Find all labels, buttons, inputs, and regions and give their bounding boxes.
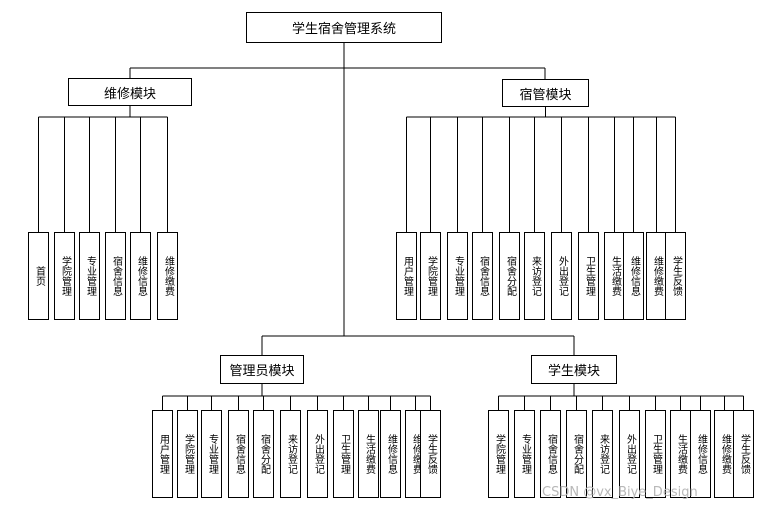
leaf-node: 宿舍分配 <box>253 410 274 498</box>
leaf-node: 用户管理 <box>152 410 173 498</box>
leaf-node: 专业管理 <box>201 410 222 498</box>
module-suguan: 宿管模块 <box>502 79 589 107</box>
leaf-node: 宿舍分配 <box>499 232 520 320</box>
module-weixiu: 维修模块 <box>68 78 192 106</box>
watermark: CSDN @vx_Biye_Design <box>542 485 698 500</box>
leaf-node: 卫生管理 <box>645 410 666 498</box>
root-node: 学生宿舍管理系统 <box>246 12 442 43</box>
leaf-node: 外出登记 <box>551 232 572 320</box>
leaf-node: 专业管理 <box>79 232 100 320</box>
leaf-node: 维修缴费 <box>646 232 667 320</box>
leaf-node: 维修信息 <box>130 232 151 320</box>
leaf-node: 来访登记 <box>524 232 545 320</box>
leaf-node: 维修信息 <box>623 232 644 320</box>
leaf-node: 外出登记 <box>619 410 640 498</box>
leaf-node: 学院管理 <box>54 232 75 320</box>
leaf-node: 宿舍信息 <box>540 410 561 498</box>
leaf-node: 宿舍信息 <box>228 410 249 498</box>
leaf-node: 学院管理 <box>488 410 509 498</box>
leaf-node: 生活缴费 <box>358 410 379 498</box>
leaf-node: 学院管理 <box>177 410 198 498</box>
leaf-node: 维修缴费 <box>714 410 735 498</box>
leaf-node: 学生反馈 <box>420 410 441 498</box>
leaf-node: 专业管理 <box>447 232 468 320</box>
leaf-node: 卫生管理 <box>578 232 599 320</box>
leaf-node: 专业管理 <box>514 410 535 498</box>
leaf-node: 首页 <box>28 232 49 320</box>
leaf-node: 学院管理 <box>420 232 441 320</box>
leaf-node: 宿舍信息 <box>472 232 493 320</box>
leaf-node: 用户管理 <box>396 232 417 320</box>
module-xuesheng: 学生模块 <box>531 355 617 384</box>
leaf-node: 卫生管理 <box>333 410 354 498</box>
leaf-node: 维修缴费 <box>157 232 178 320</box>
leaf-node: 宿舍信息 <box>105 232 126 320</box>
leaf-node: 维修信息 <box>380 410 401 498</box>
leaf-node: 外出登记 <box>307 410 328 498</box>
leaf-node: 来访登记 <box>280 410 301 498</box>
module-guanliyuan: 管理员模块 <box>220 355 304 384</box>
leaf-node: 宿舍分配 <box>566 410 587 498</box>
leaf-node: 生活缴费 <box>604 232 625 320</box>
leaf-node: 来访登记 <box>592 410 613 498</box>
leaf-node: 维修信息 <box>690 410 711 498</box>
leaf-node: 学生反馈 <box>665 232 686 320</box>
leaf-node: 学生反馈 <box>733 410 754 498</box>
